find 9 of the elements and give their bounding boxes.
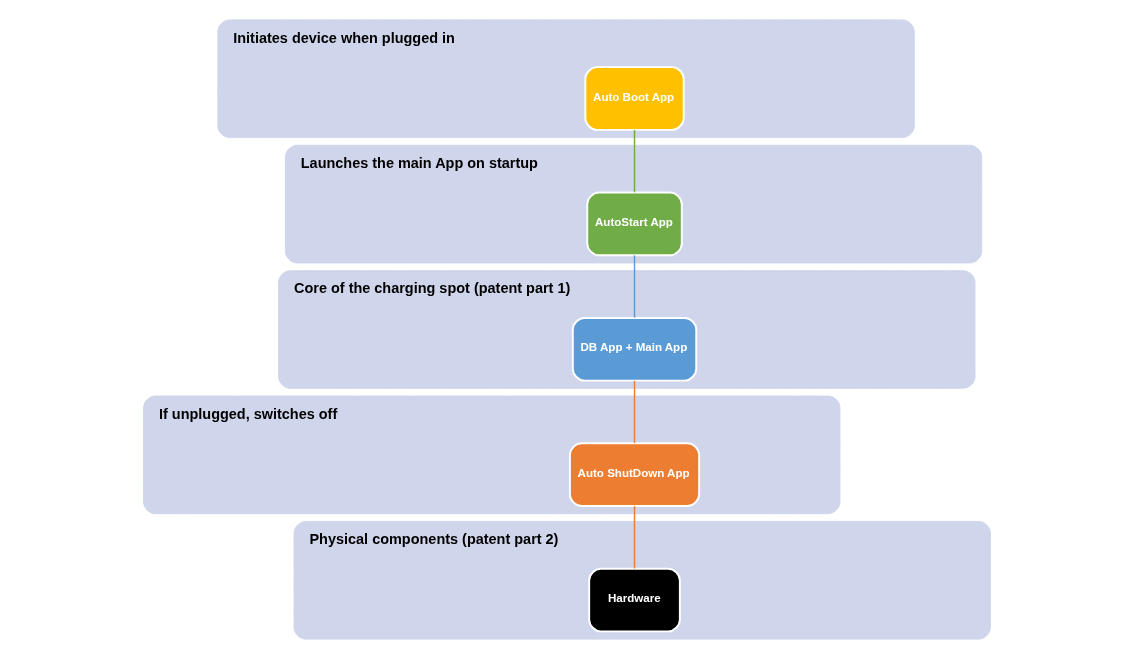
node-box: DB App + Main App [571, 316, 698, 382]
node-box: Auto Boot App [584, 66, 685, 131]
connector [633, 254, 636, 319]
connector [633, 505, 636, 570]
node-box: AutoStart App [586, 191, 683, 257]
node-box: Hardware [588, 567, 681, 633]
connector [633, 129, 636, 194]
node-box: Auto ShutDown App [568, 442, 701, 507]
connector [633, 380, 636, 444]
